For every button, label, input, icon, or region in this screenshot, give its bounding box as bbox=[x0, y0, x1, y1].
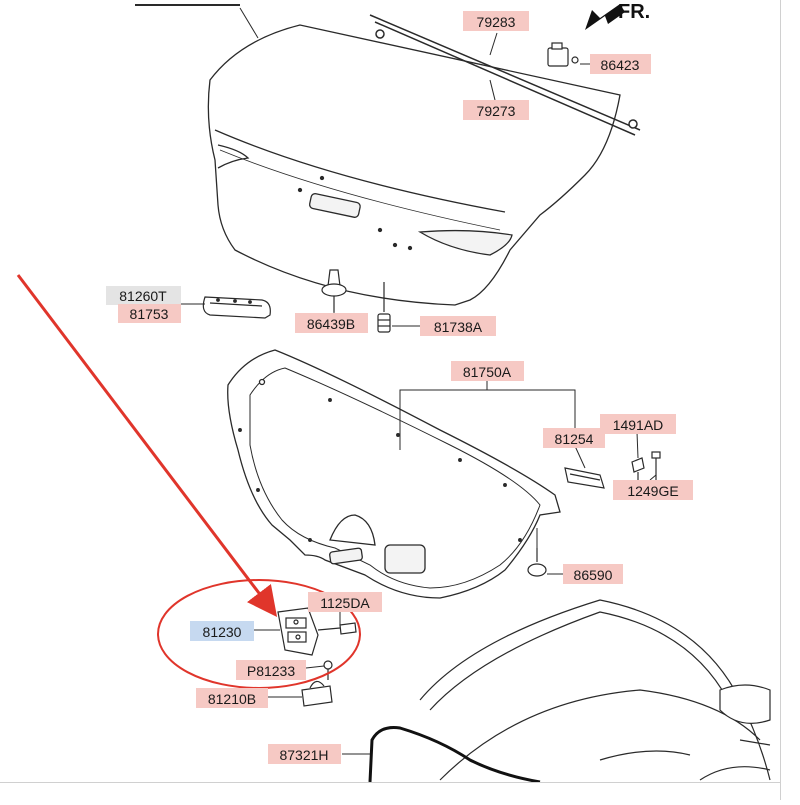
callout-1491AD: 1491AD bbox=[613, 417, 664, 433]
red-arrow bbox=[16, 274, 278, 617]
weatherstrip-87321H bbox=[368, 726, 541, 784]
callout-86590: 86590 bbox=[574, 567, 613, 583]
leader-lines bbox=[180, 32, 657, 755]
callout-labels: 79283 86423 79273 81260T 81753 86439B 81… bbox=[106, 11, 693, 764]
handle-bracket-81254 bbox=[564, 467, 605, 489]
trunk-torsion-rod bbox=[369, 14, 641, 136]
trunk-latch-assembly bbox=[277, 607, 357, 656]
callout-81750A: 81750A bbox=[463, 364, 512, 380]
car-body-rear bbox=[419, 599, 771, 781]
trunk-trim-panel bbox=[227, 349, 561, 599]
trunk-handle-part bbox=[202, 296, 271, 319]
front-direction-label: FR. bbox=[618, 1, 650, 23]
callout-81254: 81254 bbox=[555, 431, 594, 447]
screw-1249GE bbox=[651, 451, 661, 480]
trunk-lid bbox=[135, 4, 621, 306]
front-direction-arrow: FR. bbox=[585, 1, 650, 30]
stopper-81738A bbox=[377, 282, 391, 333]
callout-81753: 81753 bbox=[130, 306, 169, 322]
callout-81230: 81230 bbox=[203, 624, 242, 640]
callout-81260T: 81260T bbox=[119, 288, 167, 304]
striker-81210B bbox=[301, 680, 333, 707]
callout-79283: 79283 bbox=[477, 14, 516, 30]
callout-86439B: 86439B bbox=[307, 316, 355, 332]
pin-P81233 bbox=[323, 660, 333, 680]
callout-1249GE: 1249GE bbox=[627, 483, 678, 499]
bracket-86423 bbox=[547, 42, 579, 67]
window-frame-bottom bbox=[0, 782, 780, 801]
callout-81210B: 81210B bbox=[208, 691, 256, 707]
callout-1125DA: 1125DA bbox=[320, 595, 370, 611]
screw-1491AD bbox=[631, 457, 645, 482]
callout-79273: 79273 bbox=[477, 103, 516, 119]
fastener-86590 bbox=[527, 548, 547, 577]
callout-86423: 86423 bbox=[601, 57, 640, 73]
window-frame-right bbox=[780, 0, 800, 800]
callout-81738A: 81738A bbox=[434, 319, 483, 335]
callout-87321H: 87321H bbox=[279, 747, 328, 763]
callout-P81233: P81233 bbox=[247, 663, 295, 679]
